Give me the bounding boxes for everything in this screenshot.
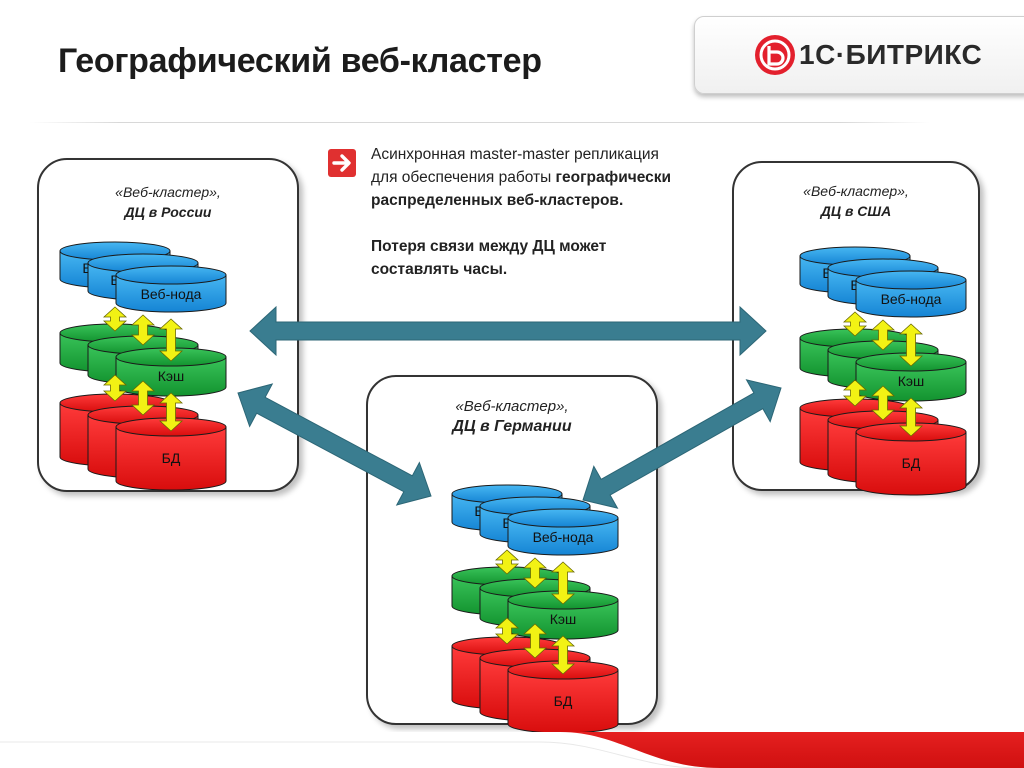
link-arrow-russia-germany [237,383,432,506]
web-node-label: В [502,515,511,531]
logo-box: 1С·БИТРИКС [694,16,1024,94]
cluster-label: «Веб-кластер», [115,184,221,200]
cache-node-label: Кэш [158,368,185,384]
sync-arrow-icon [522,623,548,659]
sync-arrow-icon [550,561,576,605]
description-line: Асинхронная master-master репликация [371,146,659,163]
sync-arrow-icon [130,314,156,346]
description-line: распределенных веб-кластеров. [371,189,731,212]
web-node-label: Веб-нода [141,286,202,302]
sync-arrow-icon [898,323,924,367]
web-node-label: В [850,277,859,293]
sync-arrow-icon [102,374,128,402]
title-divider [30,122,930,123]
description-bold: распределенных веб-кластеров. [371,192,624,209]
sync-arrow-icon [870,319,896,351]
cluster-caption: «Веб-кластер», ДЦ в США [734,181,978,221]
web-node-label: В [82,260,91,276]
description-line: для обеспечения работы географически [371,166,731,189]
description-line: Потеря связи между ДЦ может [371,235,731,258]
web-node-body [855,279,967,318]
bitrix-logo-icon [755,35,795,75]
db-node-label: БД [554,693,573,709]
web-node-label: Веб-нода [533,529,594,545]
sync-arrow-icon [550,635,576,675]
sync-arrow-icon [494,549,520,575]
arrow-right-icon [328,149,356,177]
db-node-label: БД [902,455,921,471]
sync-arrow-icon [102,306,128,332]
db-node-body [115,426,227,491]
cluster-caption: «Веб-кластер», ДЦ в России [39,182,297,222]
cache-node-label: Кэш [898,373,925,389]
footer-wave [0,732,720,768]
cluster-stacks: ВВВеб-нодаКэшБДВВВеб-нодаКэшБДВВВеб-нода… [59,241,967,734]
web-node-label: Веб-нода [881,291,942,307]
db-node-body [855,431,967,496]
link-arrow-usa-germany [582,379,782,509]
sync-arrow-icon [130,380,156,416]
cluster-caption: «Веб-кластер», ДЦ в Германии [368,397,656,437]
web-node-label: В [474,503,483,519]
web-node-top [507,508,619,528]
cluster-label: «Веб-кластер», [455,398,569,415]
web-node-body [507,517,619,556]
replication-links [237,305,782,509]
description-bold: Потеря связи между ДЦ может [371,238,607,255]
description-text: Асинхронная master-master репликация для… [371,143,731,281]
sync-arrow-icon [870,385,896,421]
description-bold: географически [555,169,672,186]
description-line: составлять часы. [371,258,731,281]
sync-arrow-icon [842,379,868,407]
cluster-name: ДЦ в США [820,203,892,219]
web-node-label: В [110,272,119,288]
description-bold: составлять часы. [371,261,508,278]
db-node-label: БД [162,450,181,466]
sync-arrow-icon [898,397,924,437]
sync-arrow-icon [158,318,184,362]
link-arrow-russia-usa [249,305,767,357]
sync-arrow-icon [158,392,184,432]
web-node-top [855,270,967,290]
cluster-name: ДЦ в Германии [452,418,572,435]
web-node-top [115,265,227,285]
cache-node-label: Кэш [550,611,577,627]
cluster-name: ДЦ в России [124,204,212,220]
sync-arrow-icon [522,557,548,589]
cluster-label: «Веб-кластер», [803,183,909,199]
web-node-label: В [822,265,831,281]
description-normal: для обеспечения работы [371,169,556,186]
sync-arrow-icon [842,311,868,337]
web-node-body [115,274,227,313]
slide-title: Географический веб-кластер [58,42,542,80]
logo-text: 1С·БИТРИКС [799,39,983,70]
sync-arrow-icon [494,617,520,645]
